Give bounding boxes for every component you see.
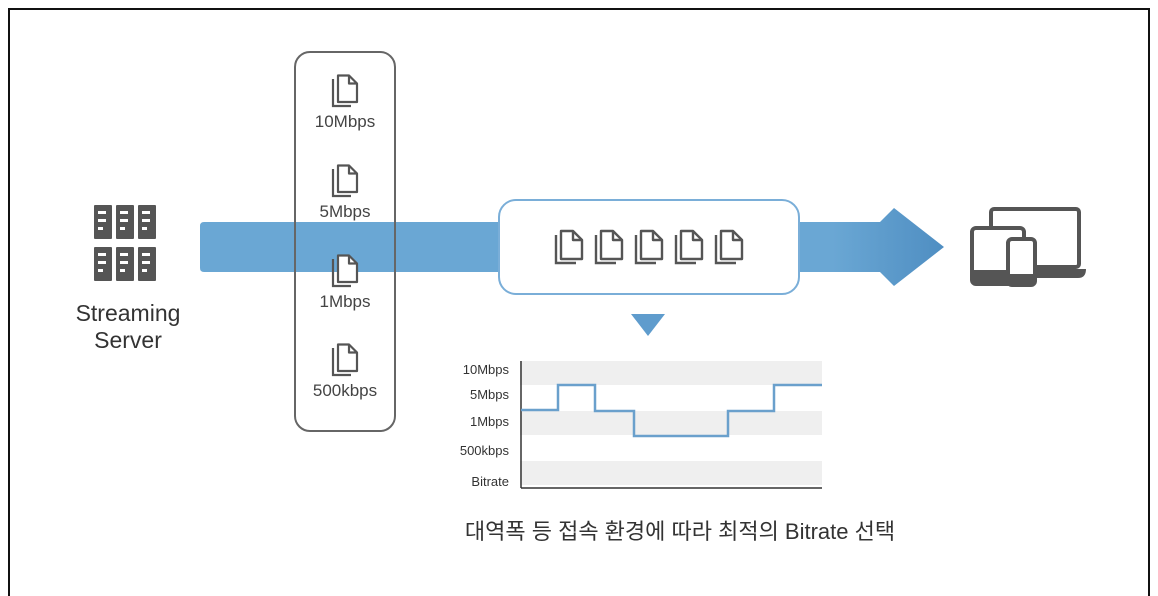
- bitrate-option: 5Mbps: [296, 164, 394, 222]
- server-label-line1: Streaming: [75, 300, 181, 326]
- devices-icon: [970, 207, 1086, 287]
- server-label-line2: Server: [94, 327, 162, 353]
- bitrate-label: 1Mbps: [319, 292, 371, 311]
- file-stack-icon: [331, 74, 359, 108]
- bitrate-step-series: [521, 383, 822, 438]
- file-stack-icon: [331, 343, 359, 377]
- bitrate-label: 5Mbps: [319, 202, 371, 221]
- chart-level-label: Bitrate: [471, 474, 509, 489]
- file-stack-icon: [331, 164, 359, 198]
- chart-level-label: 1Mbps: [470, 414, 510, 429]
- file-chunk-icon: [594, 229, 624, 265]
- bitrate-option: 10Mbps: [296, 74, 394, 132]
- bitrate-chart: 10Mbps 5Mbps 1Mbps 500kbps Bitrate: [460, 361, 822, 489]
- diagram-caption: 대역폭 등 접속 환경에 따라 최적의 Bitrate 선택: [464, 519, 896, 544]
- bitrate-options-panel: 10Mbps 5Mbps 1Mbps 500kbps: [294, 51, 396, 432]
- selected-chunks-box: [498, 199, 800, 295]
- outer-frame: [8, 8, 1150, 596]
- bitrate-option: 1Mbps: [296, 254, 394, 312]
- file-chunk-icon: [674, 229, 704, 265]
- bitrate-option: 500kbps: [296, 343, 394, 401]
- file-chunk-icon: [714, 229, 744, 265]
- file-chunk-icon: [634, 229, 664, 265]
- down-triangle-icon: [631, 314, 665, 336]
- chart-level-label: 5Mbps: [470, 387, 510, 402]
- chart-level-label: 500kbps: [460, 443, 510, 458]
- chart-band: [520, 361, 822, 385]
- bitrate-label: 500kbps: [312, 381, 378, 400]
- file-stack-icon: [331, 254, 359, 288]
- bitrate-label: 10Mbps: [314, 112, 376, 131]
- chart-level-label: 10Mbps: [463, 362, 510, 377]
- chart-band: [520, 461, 822, 485]
- server-label: Streaming Server: [58, 300, 198, 354]
- file-chunk-icon: [554, 229, 584, 265]
- chart-band: [520, 411, 822, 435]
- server-rack-icon: [94, 205, 156, 281]
